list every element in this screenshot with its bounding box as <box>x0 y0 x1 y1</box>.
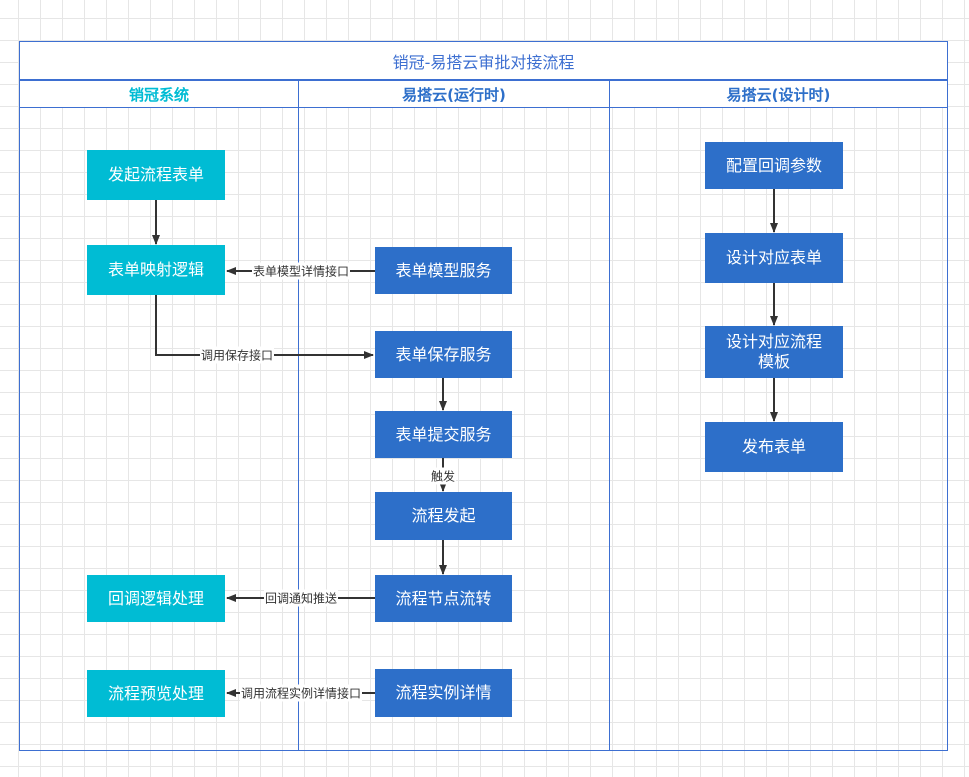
lane-runtime <box>298 108 610 751</box>
node-form-submit-service[interactable]: 表单提交服务 <box>375 411 512 458</box>
edge-label-call-save-api: 调用保存接口 <box>199 346 275 364</box>
node-instance-detail[interactable]: 流程实例详情 <box>375 669 512 717</box>
node-config-callback[interactable]: 配置回调参数 <box>705 142 843 189</box>
lane-header-runtime: 易搭云(运行时) <box>298 80 610 108</box>
node-preview-logic[interactable]: 流程预览处理 <box>87 670 225 717</box>
edge-label-model-detail-api: 表单模型详情接口 <box>251 262 351 280</box>
edge-label-instance-detail-api: 调用流程实例详情接口 <box>239 684 363 702</box>
node-form-mapping[interactable]: 表单映射逻辑 <box>87 245 225 295</box>
edge-mapping-to-save <box>155 295 374 359</box>
node-design-form[interactable]: 设计对应表单 <box>705 233 843 283</box>
node-start-form[interactable]: 发起流程表单 <box>87 150 225 200</box>
node-design-template[interactable]: 设计对应流程模板 <box>705 326 843 378</box>
node-publish-form[interactable]: 发布表单 <box>705 422 843 472</box>
node-process-start[interactable]: 流程发起 <box>375 492 512 540</box>
diagram-title: 销冠-易搭云审批对接流程 <box>19 41 948 80</box>
lane-header-xiaoguan: 销冠系统 <box>19 80 299 108</box>
edge-label-trigger: 触发 <box>429 467 457 485</box>
node-callback-logic[interactable]: 回调逻辑处理 <box>87 575 225 622</box>
lane-header-designtime: 易搭云(设计时) <box>609 80 948 108</box>
node-node-transfer[interactable]: 流程节点流转 <box>375 575 512 622</box>
node-form-model-service[interactable]: 表单模型服务 <box>375 247 512 294</box>
edge-label-callback-push: 回调通知推送 <box>263 589 339 607</box>
node-form-save-service[interactable]: 表单保存服务 <box>375 331 512 378</box>
